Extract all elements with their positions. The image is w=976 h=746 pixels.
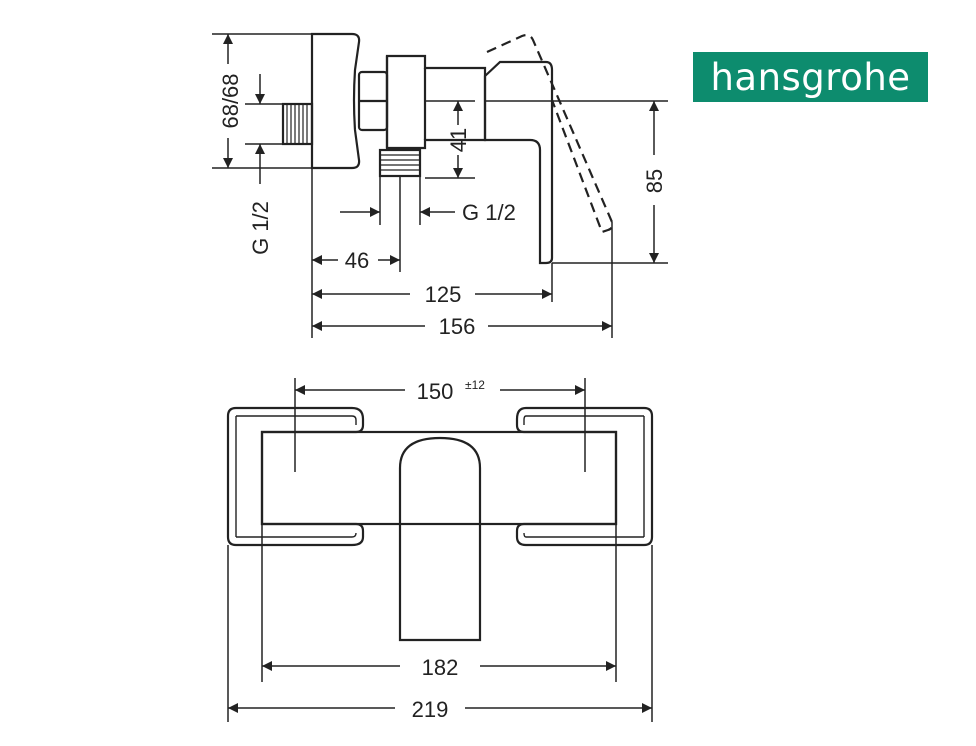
dim-g12-right-label: G 1/2	[462, 200, 516, 225]
front-dimensions	[227, 378, 653, 722]
dim-150-tolerance: ±12	[465, 378, 485, 392]
dim-156-label: 156	[439, 314, 476, 339]
front-body	[260, 430, 618, 526]
front-flange-left	[226, 406, 365, 547]
dim-g12-left-label: G 1/2	[248, 201, 273, 255]
lever-solid	[483, 60, 554, 265]
front-flange-right	[515, 406, 654, 547]
lever-dashed	[486, 34, 614, 234]
flange-outline	[310, 32, 361, 170]
dim-219-label: 219	[412, 697, 449, 722]
side-view	[281, 32, 614, 265]
front-view	[226, 406, 654, 642]
dim-46-label: 46	[345, 248, 369, 273]
brand-logo-box	[693, 52, 928, 102]
inlet-thread-left	[281, 102, 314, 146]
dim-125-label: 125	[425, 282, 462, 307]
dim-68-68-label: 68/68	[218, 73, 243, 128]
brand-logo: hansgrohe	[710, 55, 911, 99]
front-handle	[398, 436, 482, 642]
outlet-thread	[378, 148, 422, 178]
front-inner-lines	[235, 415, 645, 538]
side-dimensions	[212, 33, 668, 338]
dim-85-label: 85	[642, 169, 667, 193]
dim-150-label: 150	[417, 379, 454, 404]
dim-182-label: 182	[422, 655, 459, 680]
dim-41-label: 41	[446, 128, 471, 152]
